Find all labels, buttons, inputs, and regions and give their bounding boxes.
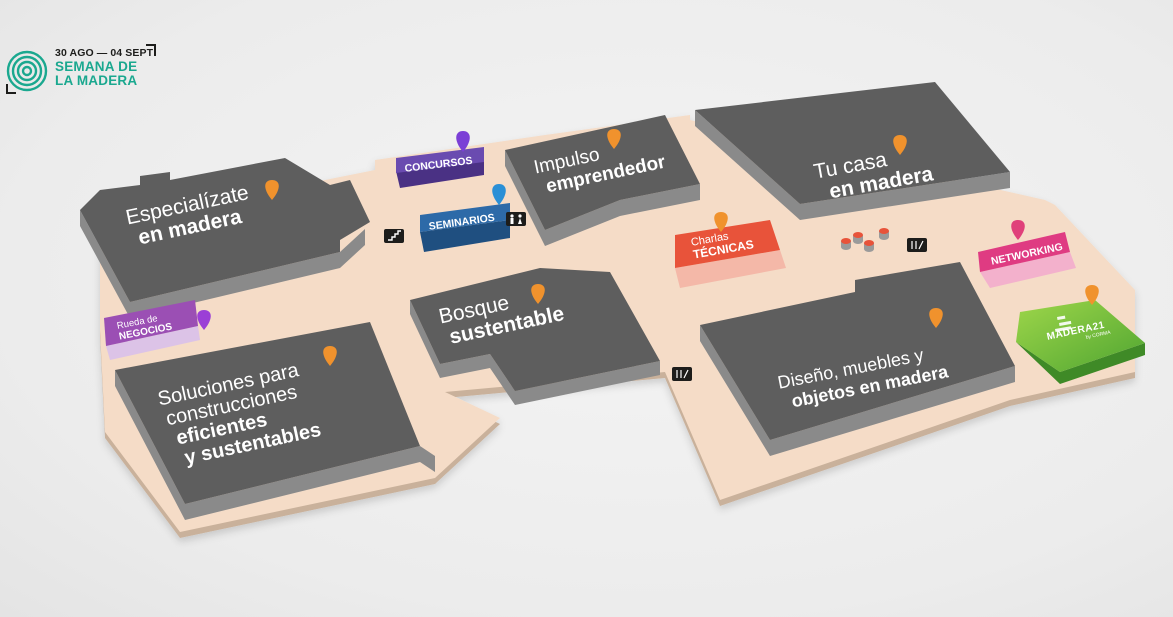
zone-concursos[interactable]: [396, 147, 484, 188]
purple-pin-icon: [456, 131, 470, 152]
orange-pin-icon: [1085, 285, 1099, 305]
event-title-line1: SEMANA DE: [55, 59, 138, 74]
stairs-icon: [384, 229, 404, 243]
frame-corner: [6, 92, 16, 94]
concentric-rings-logo-icon: [6, 50, 48, 92]
orange-pin-icon: [323, 346, 337, 366]
event-logo: 30 AGO — 04 SEPT SEMANA DE LA MADERA: [6, 44, 166, 96]
hall-tucasa: [695, 82, 1010, 204]
frame-corner: [154, 44, 156, 56]
hall-impulso: [505, 115, 700, 230]
purple-pin-icon: [197, 310, 211, 330]
orange-pin-icon: [893, 135, 907, 155]
orange-pin-icon: [607, 129, 621, 149]
dining-icon: [672, 367, 692, 381]
orange-pin-icon: [929, 308, 943, 328]
zone-seminarios[interactable]: [420, 203, 510, 252]
orange-pin-icon: [714, 212, 728, 232]
pink-pin-icon: [1011, 220, 1025, 240]
zone-madera21[interactable]: [1016, 300, 1145, 384]
hall-soluciones: [115, 322, 420, 504]
frame-corner: [146, 44, 156, 46]
hall-bosque: [410, 268, 660, 391]
pin-markers: [197, 129, 1099, 366]
hall-diseno: [700, 262, 1015, 440]
orange-pin-icon: [265, 180, 279, 200]
hall-walls: [80, 110, 1015, 520]
blue-pin-icon: [492, 184, 506, 205]
zone-rueda-negocios[interactable]: [104, 300, 200, 360]
event-dates: 30 AGO — 04 SEPT: [55, 47, 154, 59]
stools: [841, 228, 889, 252]
hall-especializate: [80, 158, 370, 302]
orange-pin-icon: [531, 284, 545, 304]
dining-icon: [907, 238, 927, 252]
event-title: SEMANA DE LA MADERA: [55, 60, 137, 88]
frame-corner: [6, 84, 8, 94]
zone-networking[interactable]: [978, 232, 1076, 288]
restroom-icon: [506, 212, 526, 226]
zone-charlas-tecnicas[interactable]: [675, 220, 786, 288]
event-title-line2: LA MADERA: [55, 73, 138, 88]
